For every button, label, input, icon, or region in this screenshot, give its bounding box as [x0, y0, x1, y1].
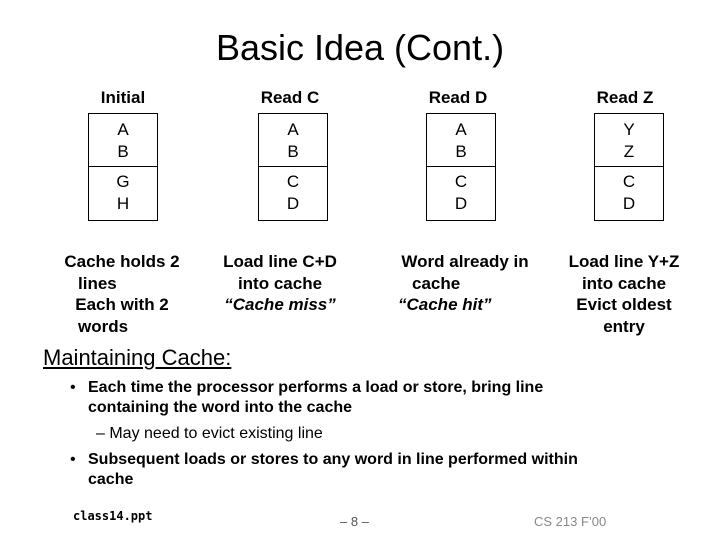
- cache-line-1: Y Z: [595, 119, 663, 163]
- note-line: Word already in: [401, 252, 529, 271]
- note-read-z: Load line Y+Z into cache Evict oldest en…: [558, 251, 690, 337]
- footer-filename: class14.ppt: [73, 509, 153, 523]
- cache-word: G: [116, 172, 130, 191]
- column-header-read-c: Read C: [260, 88, 320, 107]
- bullet-text: Subsequent loads or stores to any word i…: [88, 451, 578, 468]
- cache-line-2: C D: [427, 171, 495, 215]
- column-header-read-d: Read D: [428, 88, 488, 107]
- note-read-d: Word already in cache “Cache hit”: [390, 251, 540, 316]
- note-line: lines: [78, 273, 117, 293]
- cache-line-1: A B: [259, 119, 327, 163]
- cache-word: A: [455, 120, 467, 139]
- bullet-icon: •: [70, 379, 76, 396]
- bullet-icon: •: [70, 451, 76, 468]
- cache-miss-label: “Cache miss”: [224, 295, 336, 314]
- note-line: Cache holds 2: [64, 252, 180, 271]
- cache-box-read-z: Y Z C D: [594, 113, 664, 221]
- cache-word: B: [455, 142, 467, 161]
- cache-word: C: [454, 172, 468, 191]
- cache-line-divider: [259, 166, 327, 167]
- cache-line-1: A B: [427, 119, 495, 163]
- bullet-item-2: • Subsequent loads or stores to any word…: [70, 450, 670, 490]
- cache-word: Y: [623, 120, 635, 139]
- bullet-text: cache: [88, 471, 134, 488]
- cache-word: C: [286, 172, 300, 191]
- cache-hit-label: “Cache hit”: [398, 295, 492, 314]
- note-initial: Cache holds 2 lines Each with 2 words: [52, 251, 192, 337]
- slide-title: Basic Idea (Cont.): [215, 27, 505, 68]
- note-read-c: Load line C+D into cache “Cache miss”: [210, 251, 350, 316]
- note-line: Each with 2: [75, 295, 169, 314]
- bullet-text: Each time the processor performs a load …: [88, 379, 544, 396]
- cache-line-divider: [89, 166, 157, 167]
- cache-box-read-c: A B C D: [258, 113, 328, 221]
- note-line: Load line C+D: [223, 252, 337, 271]
- cache-word: D: [454, 194, 468, 213]
- sub-bullet-item: – May need to evict existing line: [96, 425, 323, 442]
- column-header-initial: Initial: [100, 88, 146, 107]
- cache-word: A: [287, 120, 299, 139]
- note-line: into cache: [237, 273, 323, 293]
- cache-word: D: [622, 194, 636, 213]
- bullet-item-1: • Each time the processor performs a loa…: [70, 378, 670, 418]
- cache-box-read-d: A B C D: [426, 113, 496, 221]
- footer-course: CS 213 F’00: [534, 514, 607, 529]
- note-line: cache: [412, 273, 461, 293]
- note-line: words: [78, 316, 129, 336]
- note-line: Load line Y+Z: [568, 252, 680, 271]
- bullet-text: containing the word into the cache: [88, 399, 353, 416]
- cache-word: Z: [623, 142, 635, 161]
- note-line: entry: [603, 316, 645, 336]
- cache-word: C: [622, 172, 636, 191]
- column-header-read-z: Read Z: [596, 88, 654, 107]
- cache-line-divider: [427, 166, 495, 167]
- cache-word: D: [286, 194, 300, 213]
- footer-page-number: – 8 –: [340, 514, 369, 529]
- section-heading: Maintaining Cache:: [43, 345, 232, 370]
- cache-line-2: G H: [89, 171, 157, 215]
- cache-word: B: [287, 142, 299, 161]
- cache-line-1: A B: [89, 119, 157, 163]
- cache-box-initial: A B G H: [88, 113, 158, 221]
- cache-word: H: [116, 194, 130, 213]
- cache-line-divider: [595, 166, 663, 167]
- note-line: into cache: [581, 273, 667, 293]
- cache-line-2: C D: [259, 171, 327, 215]
- cache-word: B: [117, 142, 129, 161]
- cache-line-2: C D: [595, 171, 663, 215]
- cache-word: A: [117, 120, 129, 139]
- note-line: Evict oldest: [576, 295, 672, 314]
